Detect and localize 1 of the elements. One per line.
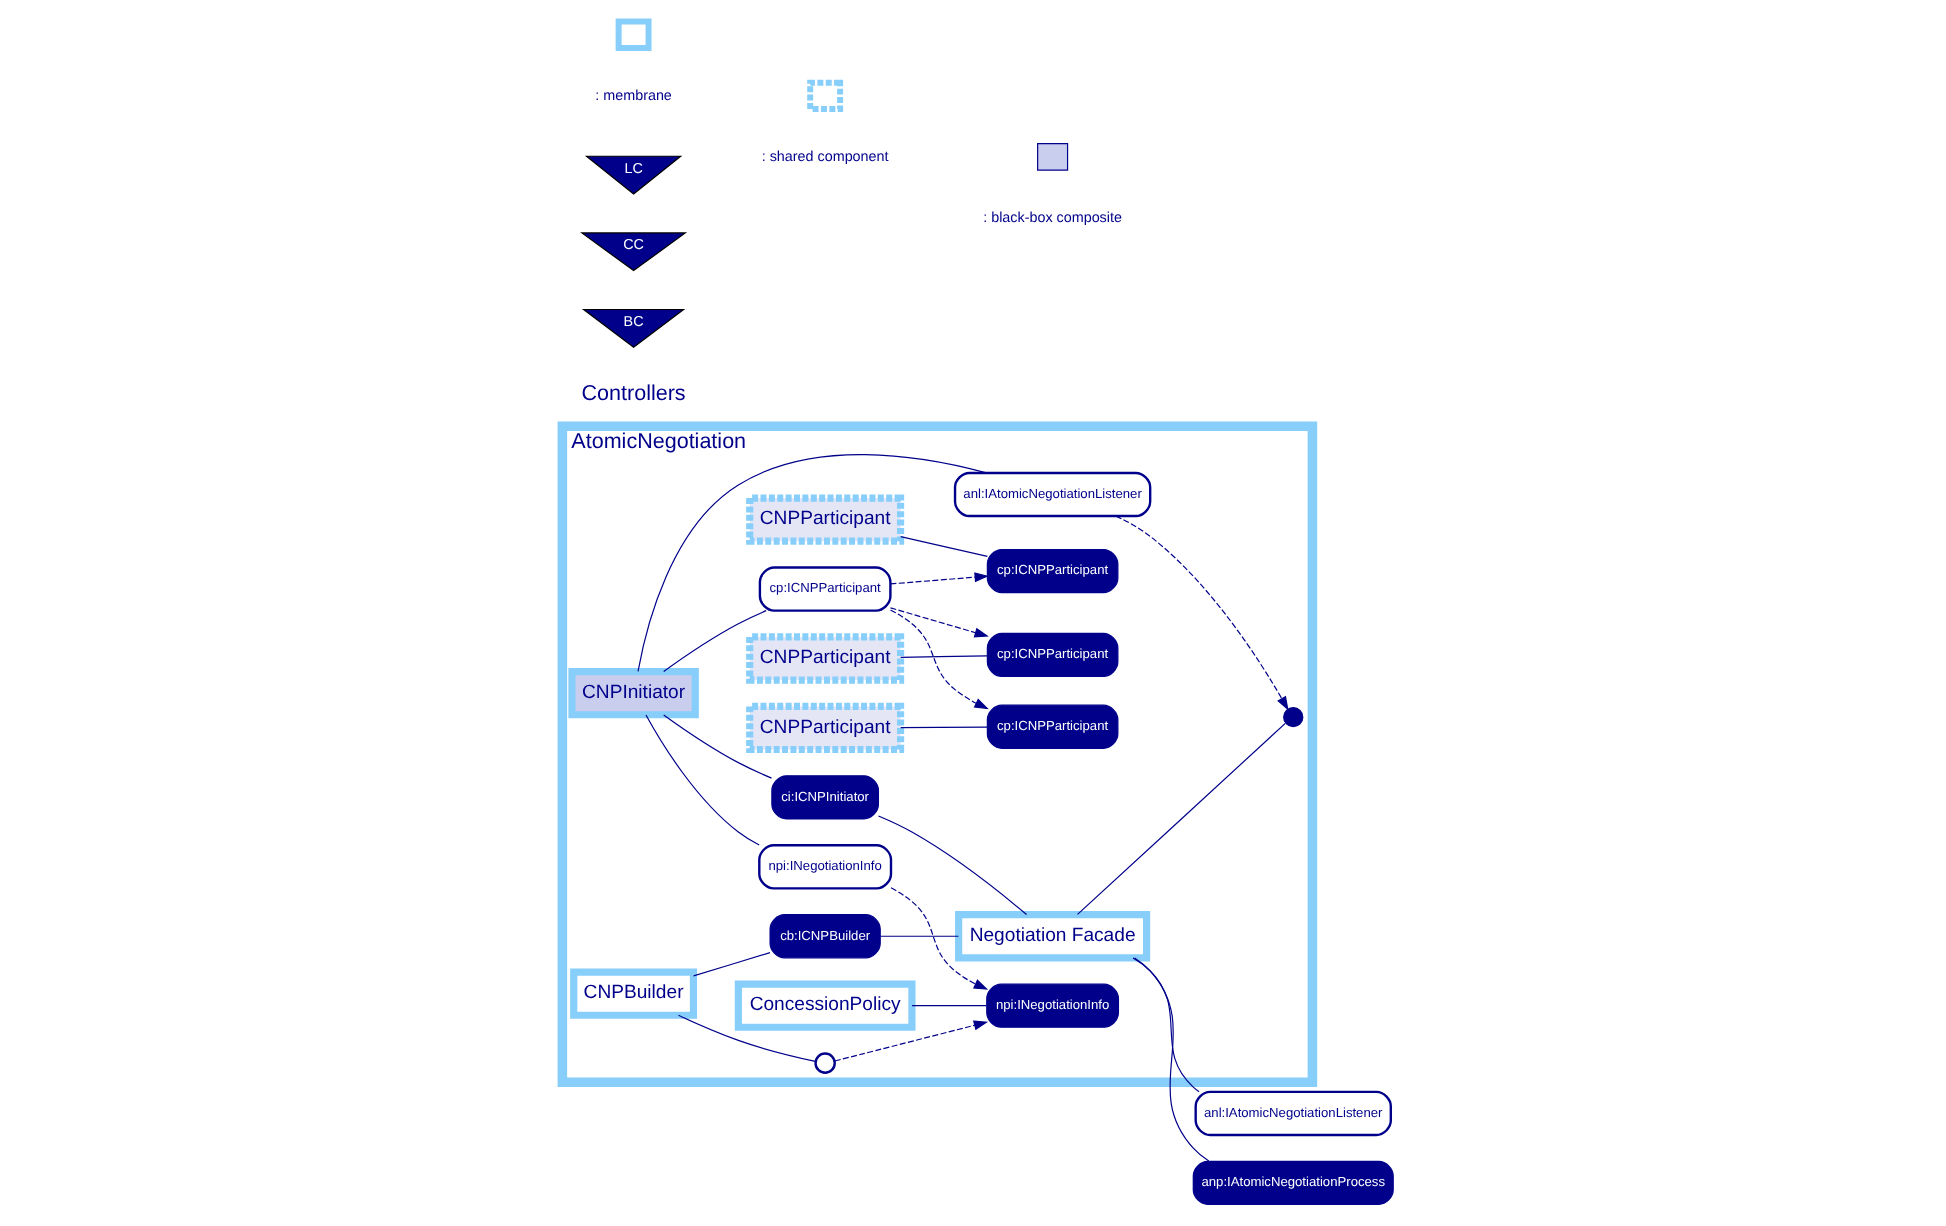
label: Controllers — [581, 382, 686, 407]
